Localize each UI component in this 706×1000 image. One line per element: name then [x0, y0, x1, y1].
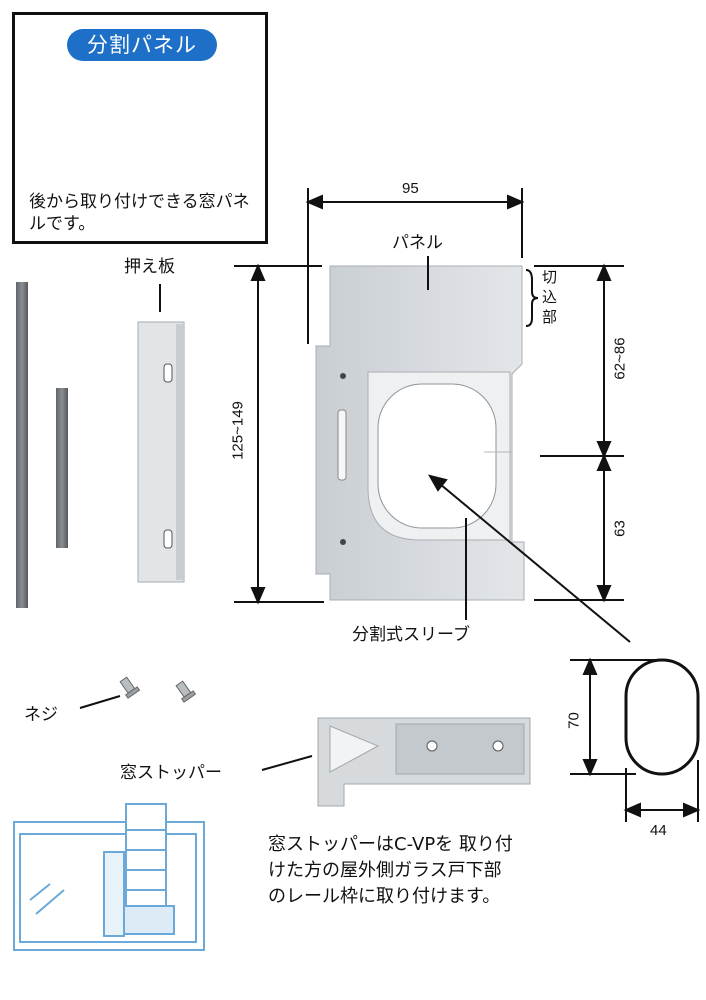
note-line-3: のレール枠に取り付けます。 — [268, 886, 501, 907]
screw-label: ネジ — [24, 705, 58, 725]
cutout-label-1: 切 — [542, 268, 558, 286]
cutout-bracket — [525, 269, 539, 327]
hole-outline — [624, 658, 700, 776]
split-panel-inset: 分割パネル 後から取り付けできる窓パネルです。 — [12, 12, 268, 244]
press-plate-label: 押え板 — [124, 257, 175, 277]
cutout-label-3: 部 — [542, 308, 558, 326]
dim-width: 95 — [402, 180, 419, 197]
dim-hole-width: 44 — [650, 822, 667, 839]
stopper-label: 窓ストッパー — [120, 763, 222, 783]
screws — [119, 676, 197, 703]
dim-lower: 63 — [611, 520, 629, 537]
leader-lines — [79, 256, 631, 771]
press-plate — [137, 284, 185, 583]
foam-strip-short — [56, 388, 68, 548]
foam-strip-long — [16, 282, 28, 608]
note-line-2: けた方の屋外側ガラス戸下部 — [268, 860, 502, 881]
dim-upper: 62~86 — [611, 337, 629, 380]
dim-hole-height: 70 — [565, 712, 583, 729]
window-stopper — [317, 717, 531, 807]
sleeve-label: 分割式スリーブ — [352, 625, 470, 645]
installation-illustration — [13, 803, 205, 951]
panel-label: パネル — [392, 233, 443, 253]
installation-note: 窓ストッパーはC-VPを 取り付 けた方の屋外側ガラス戸下部 のレール枠に取り付… — [268, 832, 588, 910]
note-line-1: 窓ストッパーはC-VPを 取り付 — [268, 834, 513, 855]
dimension-lines — [234, 188, 701, 822]
cutout-label-2: 込 — [542, 288, 558, 306]
main-panel — [315, 265, 525, 601]
inset-title-badge: 分割パネル — [67, 29, 217, 61]
inset-description: 後から取り付けできる窓パネルです。 — [29, 192, 250, 234]
dim-height: 125~149 — [229, 401, 247, 460]
